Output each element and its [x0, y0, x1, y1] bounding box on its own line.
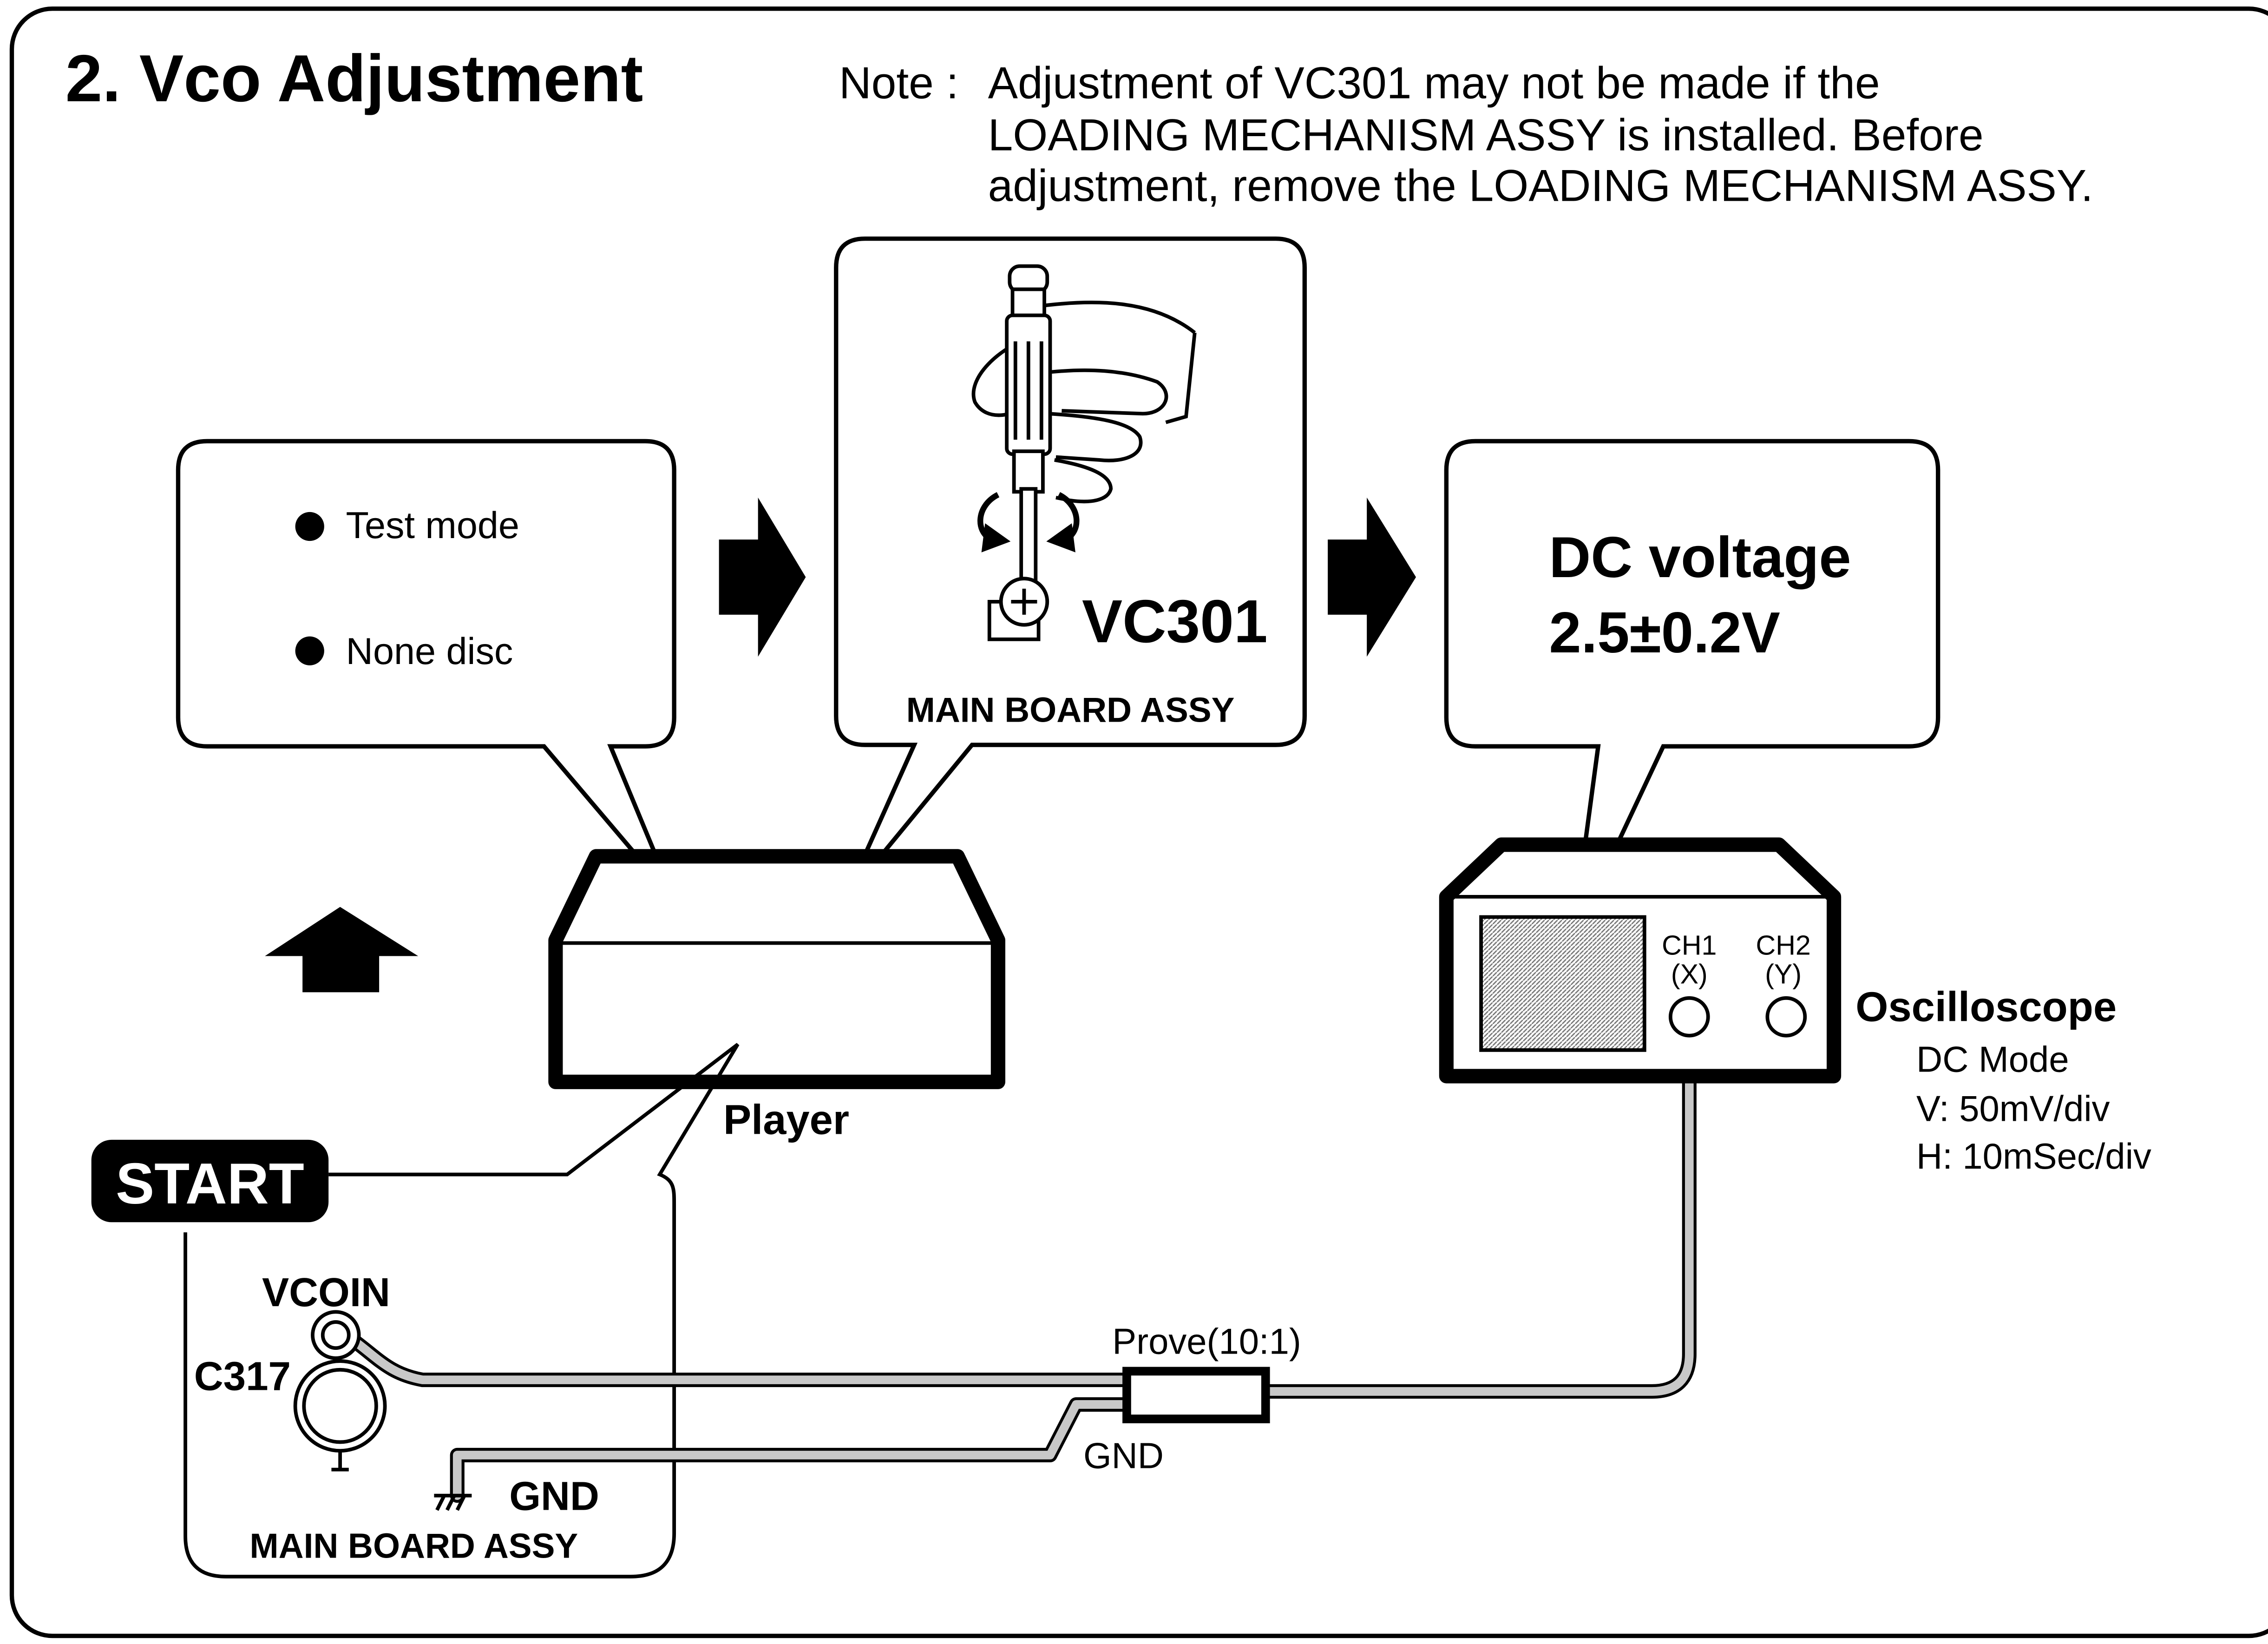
screwdriver-hand-icon — [971, 264, 1197, 584]
arrow-right-icon — [1328, 497, 1416, 657]
board-ground-label: GND — [509, 1474, 599, 1519]
ch1-label: CH1 — [1662, 929, 1717, 960]
mode-item-test: Test mode — [346, 505, 519, 546]
ch2-label: CH2 — [1756, 929, 1810, 960]
note-line-3: adjustment, remove the LOADING MECHANISM… — [988, 161, 2093, 211]
note-prefix: Note : — [839, 59, 958, 108]
arrow-up-icon — [265, 907, 419, 993]
ground-icon — [434, 1493, 472, 1511]
board-pointer — [184, 1043, 740, 1578]
ch2-connector — [1765, 996, 1807, 1038]
board-detail-label: MAIN BOARD ASSY — [249, 1526, 578, 1565]
probe-label: Prove(10:1) — [1112, 1322, 1301, 1362]
oscilloscope-device — [1439, 837, 1842, 1084]
ch2-axis-label: (Y) — [1765, 959, 1802, 990]
mode-callout — [176, 439, 676, 901]
outer-frame — [9, 7, 2268, 1638]
arrow-right-icon — [719, 497, 806, 657]
page-title: 2. Vco Adjustment — [66, 41, 643, 116]
mode-item-disc: None disc — [346, 631, 513, 672]
player-device — [548, 849, 1005, 1089]
bullet-icon — [295, 636, 324, 665]
result-line-2: 2.5±0.2V — [1549, 600, 1780, 665]
probe-cable — [348, 1022, 1697, 1503]
probe-ground-label: GND — [1083, 1436, 1164, 1476]
oscilloscope-setting-time: H: 10mSec/div — [1916, 1137, 2151, 1177]
test-point-label: VCOIN — [262, 1270, 390, 1315]
oscilloscope-setting-mode: DC Mode — [1916, 1040, 2069, 1080]
bullet-icon — [295, 512, 324, 541]
result-line-1: DC voltage — [1549, 525, 1851, 590]
oscilloscope-screen — [1479, 915, 1646, 1052]
start-badge — [91, 1139, 329, 1223]
capacitor-label: C317 — [194, 1354, 291, 1399]
player-label: Player — [723, 1096, 849, 1143]
component-label: VC301 — [1082, 587, 1268, 655]
probe-body — [1122, 1367, 1270, 1423]
oscilloscope-name: Oscilloscope — [1855, 984, 2117, 1031]
test-point-icon — [311, 1310, 361, 1360]
oscilloscope-setting-volts: V: 50mV/div — [1916, 1089, 2110, 1129]
adjust-board-label: MAIN BOARD ASSY — [906, 690, 1235, 729]
note-line-1: Adjustment of VC301 may not be made if t… — [988, 59, 1880, 108]
note-line-2: LOADING MECHANISM ASSY is installed. Bef… — [988, 111, 1984, 160]
trimmer-capacitor-icon — [987, 577, 1049, 641]
ch1-connector — [1668, 996, 1710, 1038]
start-label: START — [116, 1151, 304, 1216]
capacitor-c317-icon — [293, 1345, 387, 1472]
ch1-axis-label: (X) — [1671, 959, 1708, 990]
